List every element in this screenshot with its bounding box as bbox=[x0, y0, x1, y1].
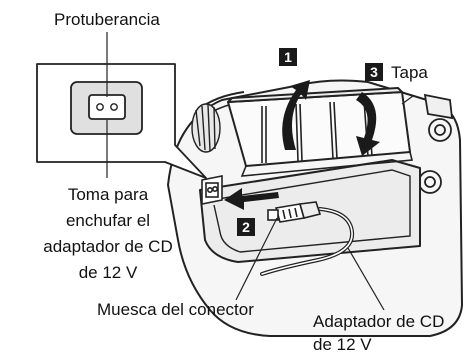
insert-arrow bbox=[224, 188, 279, 210]
device-screw-icon bbox=[428, 118, 452, 142]
protrusion-label: Protuberancia bbox=[54, 10, 160, 29]
cover-label: Tapa bbox=[391, 63, 428, 82]
notch-label: Muesca del conector bbox=[97, 300, 254, 319]
device-knob bbox=[191, 103, 221, 153]
adapter-plug bbox=[267, 201, 322, 223]
socket-label: Toma para enchufar el adaptador de CD de… bbox=[43, 185, 173, 282]
device-socket bbox=[201, 175, 223, 205]
step-1-badge: 1 bbox=[279, 48, 297, 66]
close-arrow bbox=[356, 92, 380, 156]
cover-lid bbox=[227, 87, 411, 167]
step-3-badge: 3 bbox=[365, 63, 383, 81]
leader-adapter bbox=[347, 247, 385, 311]
step-2-badge: 2 bbox=[237, 218, 255, 236]
adapter-label: Adaptador de CD de 12 V bbox=[313, 312, 445, 354]
socket-closeup bbox=[70, 81, 143, 135]
open-arrow bbox=[282, 80, 310, 150]
leader-cover bbox=[401, 95, 414, 105]
leader-notch bbox=[235, 217, 278, 301]
